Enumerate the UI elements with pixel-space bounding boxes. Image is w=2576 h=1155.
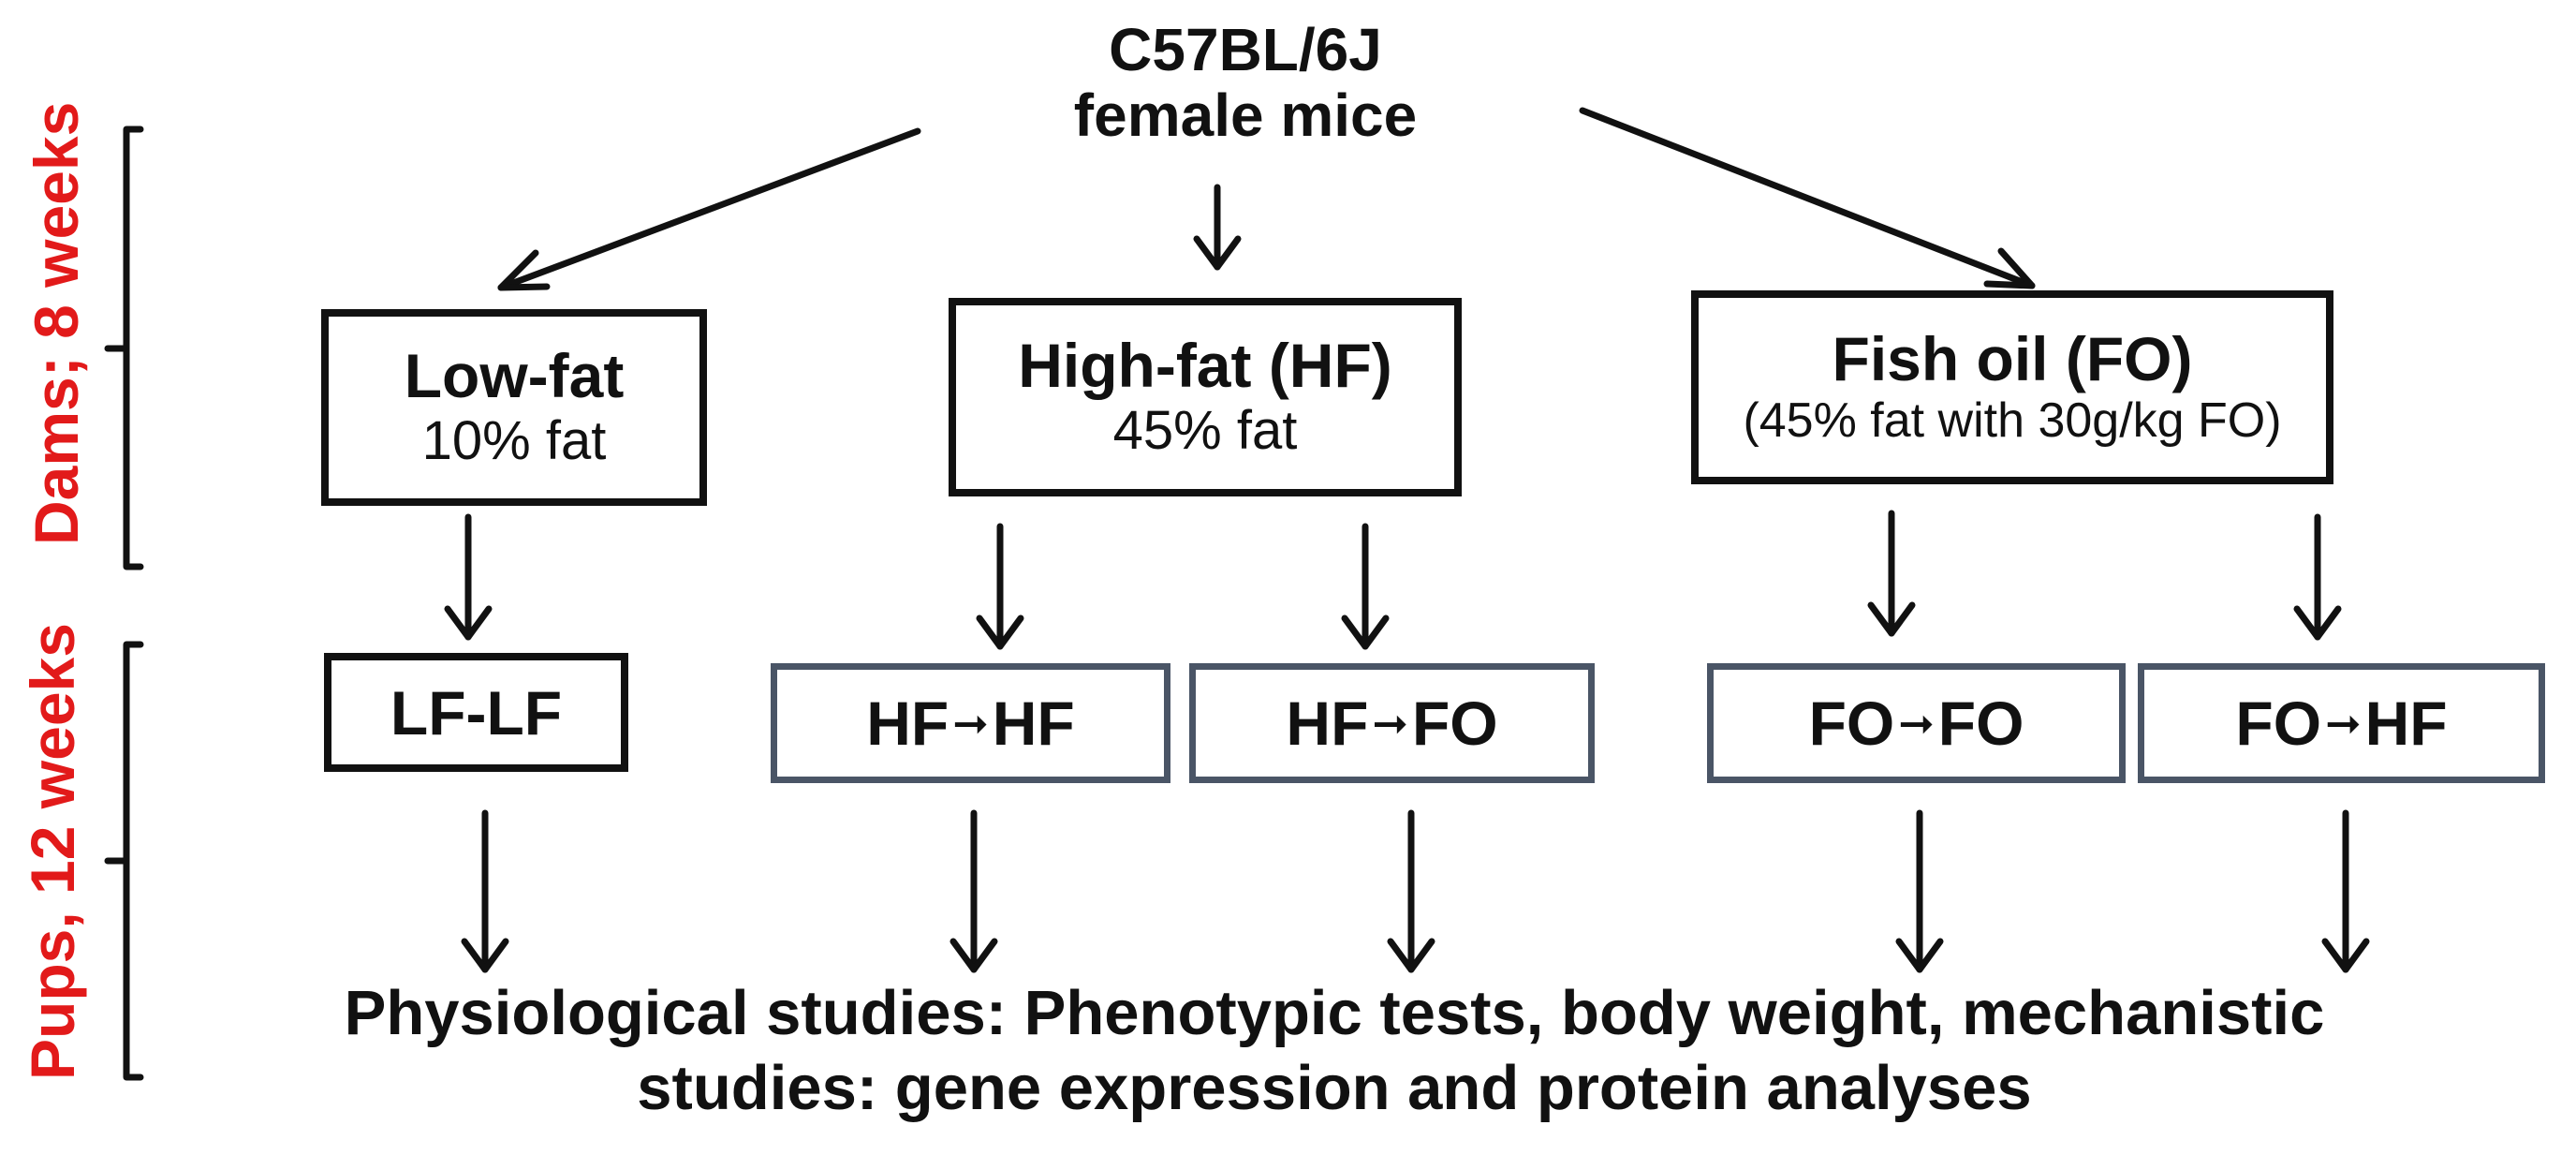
fish-oil-box: Fish oil (FO) (45% fat with 30g/kg FO) bbox=[1691, 290, 2333, 484]
dams-bracket bbox=[104, 126, 144, 570]
pup-box-hf-fo: HF ➞ FO bbox=[1189, 663, 1595, 783]
right-arrow-icon: ➞ bbox=[952, 699, 989, 748]
low-fat-title: Low-fat bbox=[404, 341, 625, 411]
high-fat-box: High-fat (HF) 45% fat bbox=[949, 298, 1462, 496]
pup-label-lf-lf: LF-LF bbox=[390, 677, 563, 748]
pups-bracket bbox=[104, 641, 144, 1081]
hf-fo-from: HF bbox=[1286, 689, 1369, 758]
hf-hf-from: HF bbox=[866, 689, 949, 758]
fo-hf-to: HF bbox=[2364, 689, 2448, 758]
dams-side-label: Dams; 8 weeks bbox=[22, 101, 91, 545]
fo-fo-to: FO bbox=[1937, 689, 2024, 758]
arrow-to-low-fat bbox=[497, 127, 921, 291]
fish-oil-title: Fish oil (FO) bbox=[1832, 324, 2193, 394]
pup-box-hf-hf: HF ➞ HF bbox=[771, 663, 1170, 783]
pup-box-fo-fo: FO ➞ FO bbox=[1707, 663, 2126, 783]
top-title-line2: female mice bbox=[1073, 81, 1418, 150]
pup-box-lf-lf: LF-LF bbox=[324, 653, 628, 772]
bottom-summary: Physiological studies: Phenotypic tests,… bbox=[187, 979, 2481, 1122]
right-arrow-icon: ➞ bbox=[1372, 699, 1408, 748]
hf-hf-to: HF bbox=[992, 689, 1075, 758]
arrow-to-fish-oil bbox=[1579, 107, 2036, 289]
bottom-line1: Physiological studies: Phenotypic tests,… bbox=[344, 978, 2325, 1048]
top-title: C57BL/6J female mice bbox=[1011, 17, 1479, 149]
pups-side-label: Pups, 12 weeks bbox=[18, 623, 87, 1080]
pup-box-fo-hf: FO ➞ HF bbox=[2138, 663, 2545, 783]
low-fat-box: Low-fat 10% fat bbox=[321, 309, 707, 506]
high-fat-sub: 45% fat bbox=[1112, 399, 1298, 461]
hf-fo-to: FO bbox=[1411, 689, 1498, 758]
bottom-line2: studies: gene expression and protein ana… bbox=[637, 1052, 2032, 1123]
right-arrow-icon: ➞ bbox=[2325, 699, 2362, 748]
fo-fo-from: FO bbox=[1808, 689, 1895, 758]
fo-hf-from: FO bbox=[2235, 689, 2322, 758]
top-title-line1: C57BL/6J bbox=[1109, 16, 1382, 83]
low-fat-sub: 10% fat bbox=[421, 409, 607, 471]
high-fat-title: High-fat (HF) bbox=[1018, 331, 1392, 401]
fish-oil-sub: (45% fat with 30g/kg FO) bbox=[1743, 392, 2282, 448]
right-arrow-icon: ➞ bbox=[1898, 699, 1935, 748]
